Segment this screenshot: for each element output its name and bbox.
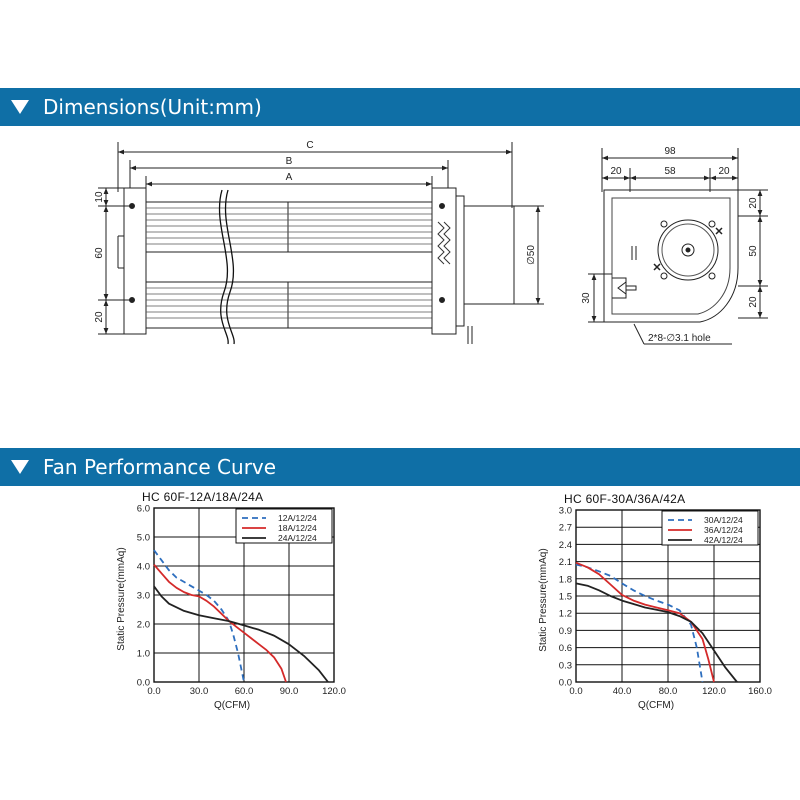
x-tick-label: 0.0 (147, 686, 160, 697)
legend-label: 18A/12/24 (278, 523, 317, 533)
y-tick-label: 3.0 (559, 506, 572, 517)
performance-chart-1: HC 60F-12A/18A/24A 0.0 30.0 60.0 90.0 120.0 0.… (116, 490, 346, 711)
dim-w98-label: 98 (664, 146, 676, 157)
y-tick-label: 2.1 (559, 557, 572, 568)
dim-r20a-label: 20 (748, 197, 759, 209)
dim-w20b-label: 20 (718, 166, 730, 177)
y-tick-label: 0.6 (559, 643, 572, 654)
y-tick-label: 1.0 (137, 649, 150, 660)
dimensions-title: Dimensions(Unit:mm) (43, 95, 262, 119)
dim-diameter-label: ∅50 (526, 245, 537, 265)
x-tick-label: 40.0 (613, 686, 632, 697)
dim-c-label: C (306, 140, 313, 151)
side-view (98, 142, 544, 345)
plot-frame (153, 507, 335, 683)
dim-w20a-label: 20 (610, 166, 622, 177)
y-axis-label: Static Pressure(mmAq) (538, 548, 549, 651)
y-tick-label: 0.0 (559, 678, 572, 689)
y-tick-label: 2.0 (137, 620, 150, 631)
x-axis-label: Q(CFM) (214, 700, 250, 711)
chart-title: HC 60F-12A/18A/24A (142, 490, 263, 504)
dim-h20-label: 20 (94, 311, 105, 323)
x-axis-label: Q(CFM) (638, 700, 674, 711)
plot-frame (575, 509, 761, 683)
legend-label: 24A/12/24 (278, 533, 317, 543)
series-line (575, 582, 738, 683)
series-line (153, 549, 245, 683)
y-tick-label: 6.0 (137, 504, 150, 515)
y-tick-label: 0.9 (559, 626, 572, 637)
dim-w58-label: 58 (664, 166, 676, 177)
performance-chart-2: HC 60F-30A/36A/42A 0.0 40.0 80.0 120.0 160.0 0… (538, 492, 772, 711)
legend-label: 12A/12/24 (278, 513, 317, 523)
end-view (588, 148, 768, 345)
x-tick-label: 120.0 (702, 686, 726, 697)
legend-label: 36A/12/24 (704, 525, 743, 535)
dim-h60-label: 60 (94, 247, 105, 259)
series-line (153, 585, 329, 683)
y-tick-label: 2.7 (559, 523, 572, 534)
y-tick-label: 4.0 (137, 562, 150, 573)
y-tick-label: 0.0 (137, 678, 150, 689)
dim-a-label: A (286, 172, 293, 183)
x-tick-label: 160.0 (748, 686, 772, 697)
performance-banner: Fan Performance Curve (0, 448, 800, 486)
dim-r20b-label: 20 (748, 296, 759, 308)
x-tick-label: 30.0 (190, 686, 209, 697)
dim-b-label: B (286, 156, 293, 167)
x-tick-label: 60.0 (235, 686, 254, 697)
y-tick-label: 1.2 (559, 609, 572, 620)
performance-title: Fan Performance Curve (43, 455, 277, 479)
dim-l30-label: 30 (581, 292, 592, 304)
y-tick-label: 3.0 (137, 591, 150, 602)
legend-label: 42A/12/24 (704, 535, 743, 545)
y-axis-label: Static Pressure(mmAq) (116, 547, 127, 650)
y-tick-label: 5.0 (137, 533, 150, 544)
x-tick-label: 120.0 (322, 686, 346, 697)
series-line (575, 563, 704, 683)
hole-callout-label: 2*8-∅3.1 hole (648, 333, 711, 344)
y-tick-label: 1.5 (559, 592, 572, 603)
triangle-down-icon (11, 100, 29, 114)
x-tick-label: 0.0 (569, 686, 582, 697)
y-tick-label: 2.4 (559, 540, 572, 551)
dim-h10-label: 10 (94, 191, 105, 203)
triangle-down-icon (11, 460, 29, 474)
x-tick-label: 80.0 (659, 686, 678, 697)
dimension-drawing: C B A ∅50 10 60 20 (94, 140, 768, 345)
legend-label: 30A/12/24 (704, 515, 743, 525)
chart-title: HC 60F-30A/36A/42A (564, 492, 685, 506)
dimensions-banner: Dimensions(Unit:mm) (0, 88, 800, 126)
series-line (153, 564, 287, 683)
x-tick-label: 90.0 (280, 686, 299, 697)
series-line (575, 561, 715, 683)
legend-box (661, 510, 759, 546)
y-tick-label: 1.8 (559, 574, 572, 585)
y-tick-label: 0.3 (559, 660, 572, 671)
dim-r50-label: 50 (748, 245, 759, 257)
